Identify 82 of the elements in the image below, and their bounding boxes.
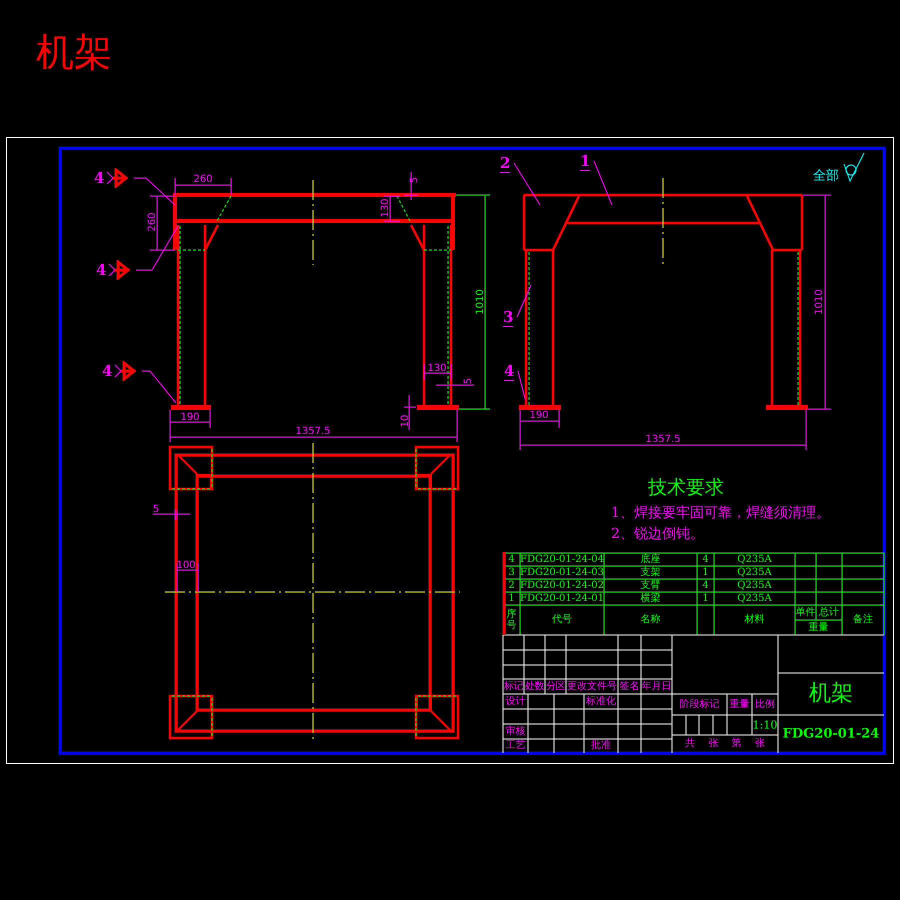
table-cell-text: 1:10	[752, 720, 778, 730]
table-cell-text: 1	[702, 568, 709, 578]
weld-callout	[94, 168, 128, 188]
dimension-text: 5	[152, 505, 160, 515]
table-cell-text: 机架	[809, 683, 853, 705]
leader-line	[514, 162, 540, 206]
table-cell-text: 单件	[796, 608, 816, 618]
table-cell-text: 比例	[755, 700, 775, 710]
table-cell-text: 1	[702, 594, 709, 604]
table-cell-text: 代号	[552, 615, 572, 625]
table-cell-text: 4	[508, 554, 515, 564]
leader-line	[516, 284, 532, 318]
callout-number: 1	[580, 152, 590, 171]
requirement-text: 1、焊接要牢固可靠，焊缝须清理。	[611, 506, 830, 520]
table-cell-text: 年月日	[642, 682, 672, 692]
table-cell-text: 设计	[506, 696, 526, 706]
dimension-text: 130	[381, 198, 391, 218]
table-cell-text: 序号	[506, 609, 516, 631]
table-cell-text: 材料	[744, 615, 764, 625]
table-cell-text: FDG20-01-24	[782, 728, 880, 740]
table-cell-text: 签名	[620, 682, 640, 692]
table-cell-text: 批准	[591, 741, 611, 751]
table-cell-text: 底座	[640, 554, 660, 564]
table-cell-text: 3	[508, 568, 515, 578]
surface-finish-note: 全部	[813, 170, 839, 182]
dimension-text: 130	[427, 364, 447, 374]
table-cell-text: 重量	[730, 700, 750, 710]
requirement-text: 2、锐边倒钝。	[611, 527, 704, 541]
drawing-title: 机架	[36, 32, 112, 74]
leader-line	[134, 178, 176, 206]
leader-line	[136, 226, 178, 270]
weld-size-text: 4	[96, 262, 106, 278]
leader-line	[142, 370, 176, 404]
table-cell-text: Q235A	[737, 554, 772, 564]
weld-callout	[96, 260, 130, 280]
weld-size-text: 4	[94, 170, 104, 186]
table-cell-text: 共 张 第 张	[685, 739, 765, 749]
table-cell-text: FDG20-01-24-03	[520, 568, 604, 578]
table-cell-text: 支臂	[640, 580, 660, 590]
table-cell-text: 总计	[819, 608, 839, 618]
table-cell-text: 标准化	[586, 696, 616, 706]
table-cell-text: 2	[508, 580, 515, 590]
dimension-text: 190	[529, 411, 549, 421]
weld-callout	[102, 361, 136, 381]
leader-line	[518, 370, 526, 400]
table-cell-text: 1	[508, 594, 515, 604]
table-cell-text: 4	[702, 554, 709, 564]
dimension-text: 1010	[476, 289, 486, 315]
callout-number: 4	[504, 362, 514, 381]
weld-size-text: 4	[102, 364, 112, 378]
dimension-text: 260	[193, 175, 213, 185]
table-cell-text: 处数	[525, 682, 544, 692]
table-cell-text: 名称	[640, 615, 660, 625]
callout-number: 2	[500, 154, 510, 173]
callout-number: 3	[503, 308, 514, 327]
table-cell-text: 重量	[808, 622, 828, 632]
table-cell-text: Q235A	[737, 580, 772, 590]
dimension-text: 100	[176, 561, 196, 571]
table-cell-text: FDG20-01-24-01	[520, 594, 604, 604]
table-cell-text: 横梁	[640, 594, 660, 604]
table-cell-text: FDG20-01-24-04	[520, 554, 604, 564]
leader-line	[594, 160, 612, 206]
dimension-text: 10	[401, 414, 411, 428]
table-cell-text: 阶段标记	[680, 700, 720, 710]
table-cell-text: 工艺	[506, 741, 526, 751]
table-cell-text: 标记	[504, 682, 523, 692]
dimension-text: 260	[148, 212, 158, 232]
table-cell-text: Q235A	[737, 568, 772, 578]
table-cell-text: Q235A	[737, 594, 772, 604]
table-cell-text: 分区	[546, 682, 565, 692]
dimension-text: 1010	[815, 289, 825, 315]
table-cell-text: 4	[702, 580, 709, 590]
table-cell-text: 更改文件号	[567, 682, 617, 692]
dimension-text: 190	[180, 413, 200, 423]
table-cell-text: 审核	[506, 726, 526, 736]
table-cell-text: 支架	[640, 568, 660, 578]
dimension-text: 1357.5	[646, 435, 680, 445]
section-heading: 技术要求	[648, 478, 724, 498]
table-cell-text: 备注	[853, 615, 873, 625]
dimension-text: 5	[464, 378, 474, 384]
table-cell-text: FDG20-01-24-02	[520, 580, 604, 590]
dimension-text: 1357.5	[296, 427, 330, 437]
